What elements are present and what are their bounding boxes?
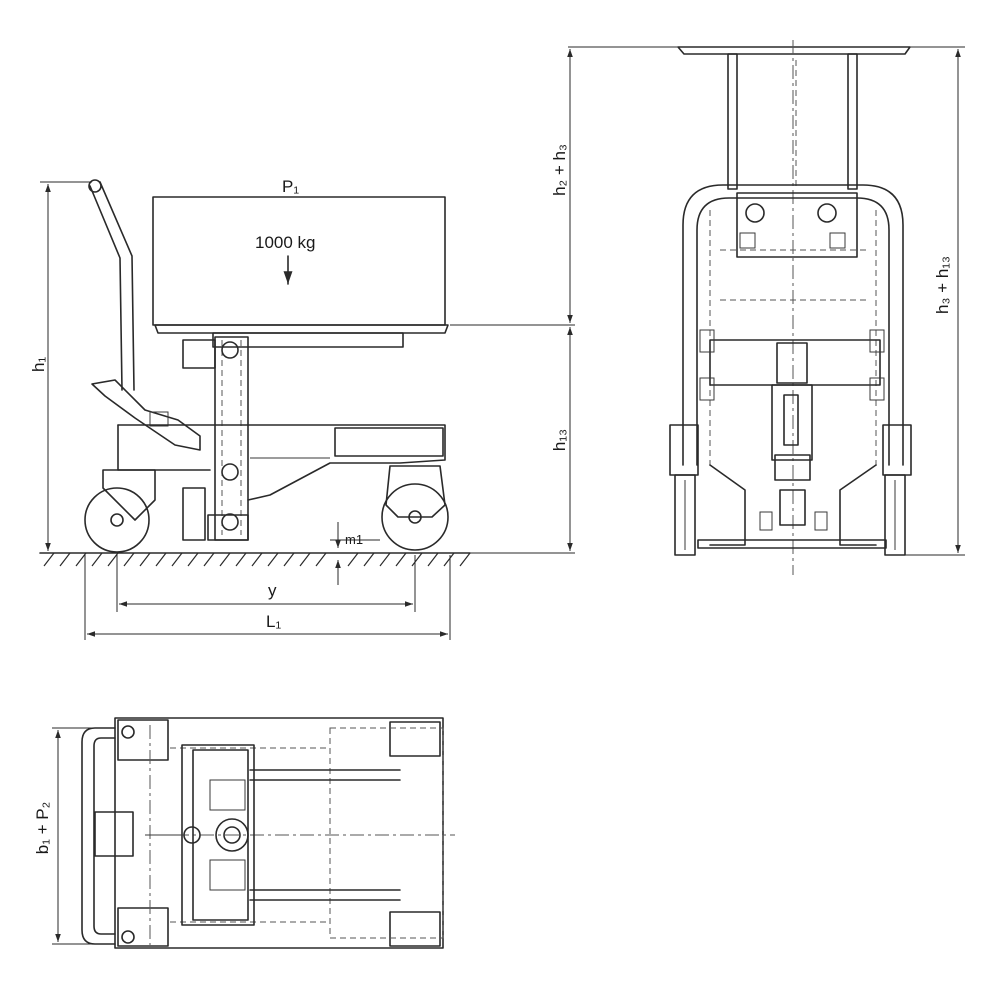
l1-dimension: [84, 555, 451, 640]
b1-p2-label: b₁ + P₂: [33, 802, 52, 855]
top-view: b₁ + P₂: [33, 717, 455, 949]
top-frame: [114, 717, 444, 949]
foot-pedal: [91, 379, 201, 451]
platform: [154, 324, 449, 334]
front-caster: [84, 469, 156, 553]
h2-h3-label: h₂ + h₃: [550, 144, 569, 196]
hydraulic-cylinder: [771, 384, 813, 526]
lift-head: [720, 192, 870, 258]
left-caster: [669, 424, 699, 556]
h13-label: h₁₃: [550, 429, 569, 451]
h1-label: h₁: [29, 357, 48, 372]
y-dimension: [116, 555, 416, 612]
load-box: [152, 196, 446, 326]
ground-line: [39, 552, 471, 567]
pump: [182, 487, 249, 541]
top-mechanism: [145, 744, 255, 926]
chassis: [117, 424, 446, 501]
side-view: P₁ 1000 kg h₁ m1 y L₁: [29, 177, 575, 640]
y-label: y: [268, 581, 277, 600]
p1-label: P₁: [282, 177, 299, 196]
push-handle: [88, 179, 135, 391]
h3-h13-dimension: [905, 46, 965, 556]
top-platform: [677, 46, 911, 55]
front-view: h₂ + h₃ h₁₃ h₃ + h₁₃: [550, 40, 965, 575]
m1-label: m1: [345, 532, 363, 547]
rear-wheel: [381, 465, 449, 551]
h2-h3-dimension: [567, 46, 678, 323]
l1-label: L₁: [266, 612, 281, 631]
b1-p2-dimension: [52, 727, 115, 945]
h3-h13-label: h₃ + h₁₃: [933, 256, 952, 314]
load-label: 1000 kg: [255, 233, 316, 252]
m1-dimension: [330, 522, 380, 585]
lift-mast: [182, 336, 249, 541]
h1-dimension: [40, 181, 92, 551]
right-caster: [882, 424, 912, 556]
